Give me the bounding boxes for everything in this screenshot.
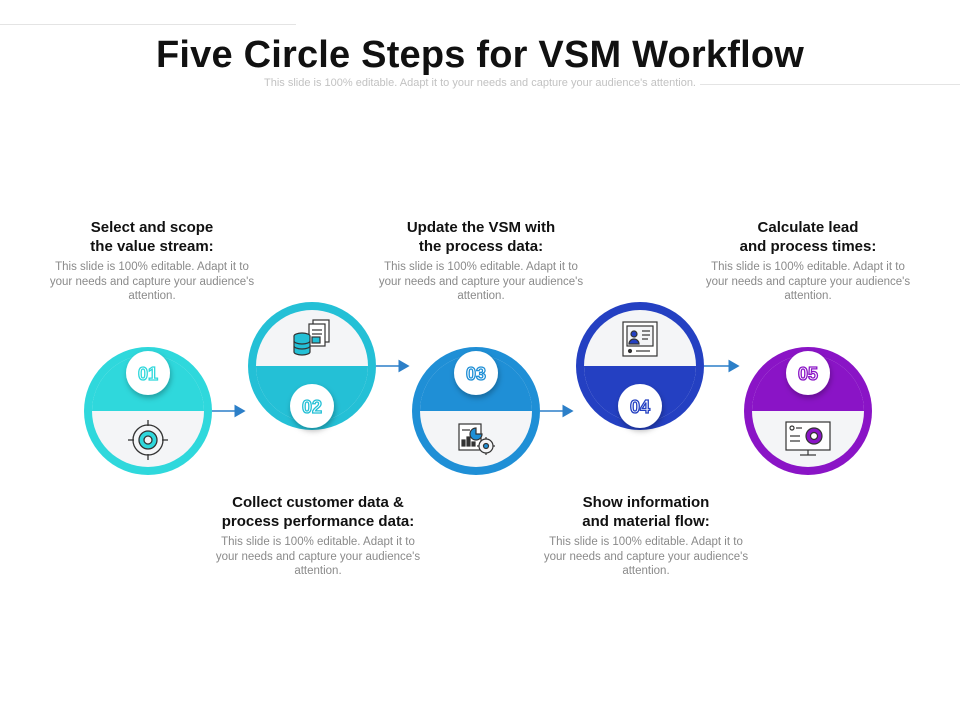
step-5-heading: Calculate lead and process times: (703, 218, 913, 256)
step-3-heading-line2: the process data: (418, 238, 544, 255)
database-documents-icon (293, 319, 330, 356)
step-1-heading-line1: Select and scope (90, 219, 214, 236)
step-5-number: 05 (798, 364, 818, 384)
step-5-heading-line1: Calculate lead (757, 219, 859, 236)
target-icon (128, 420, 168, 460)
step-1-text: Select and scope the value stream: This … (47, 218, 257, 304)
step-2-heading: Collect customer data & process performa… (213, 493, 423, 531)
step-1-description: This slide is 100% editable. Adapt it to… (49, 261, 255, 302)
page-title: Five Circle Steps for VSM Workflow (155, 34, 804, 76)
step-5-circle: 05 (744, 347, 872, 475)
step-5-heading-line2: and process times: (739, 238, 877, 255)
step-2-number: 02 (302, 397, 322, 417)
page-subtitle: This slide is 100% editable. Adapt it to… (264, 77, 696, 89)
step-2-heading-line2: process performance data: (221, 513, 415, 530)
step-2-circle: 02 (248, 302, 376, 430)
step-4-circle: 04 (576, 302, 704, 430)
presentation-board-icon (622, 321, 658, 357)
step-4-number: 04 (630, 397, 650, 417)
step-4-heading-line1: Show information (582, 494, 710, 511)
top-right-decorative-line (700, 84, 960, 85)
step-3-heading: Update the VSM with the process data: (376, 218, 586, 256)
step-2-description: This slide is 100% editable. Adapt it to… (215, 536, 421, 577)
step-1-heading-line2: the value stream: (90, 238, 214, 255)
step-1-circle: 01 (84, 347, 212, 475)
step-1-number: 01 (138, 364, 158, 384)
monitor-chart-icon (785, 421, 831, 456)
step-5-description: This slide is 100% editable. Adapt it to… (705, 261, 911, 302)
step-4-heading: Show information and material flow: (541, 493, 751, 531)
step-3-heading-line1: Update the VSM with (406, 219, 556, 236)
step-1-heading: Select and scope the value stream: (47, 218, 257, 256)
step-4-text: Show information and material flow: This… (541, 493, 751, 579)
step-3-description: This slide is 100% editable. Adapt it to… (378, 261, 584, 302)
report-gear-icon (458, 423, 495, 455)
top-left-decorative-line (0, 24, 296, 25)
step-3-circle: 03 (412, 347, 540, 475)
step-4-description: This slide is 100% editable. Adapt it to… (543, 536, 749, 577)
step-3-number: 03 (466, 364, 486, 384)
step-2-text: Collect customer data & process performa… (213, 493, 423, 579)
step-4-heading-line2: and material flow: (582, 513, 710, 530)
step-2-heading-line1: Collect customer data & (232, 494, 404, 511)
step-5-text: Calculate lead and process times: This s… (703, 218, 913, 304)
step-3-text: Update the VSM with the process data: Th… (376, 218, 586, 304)
